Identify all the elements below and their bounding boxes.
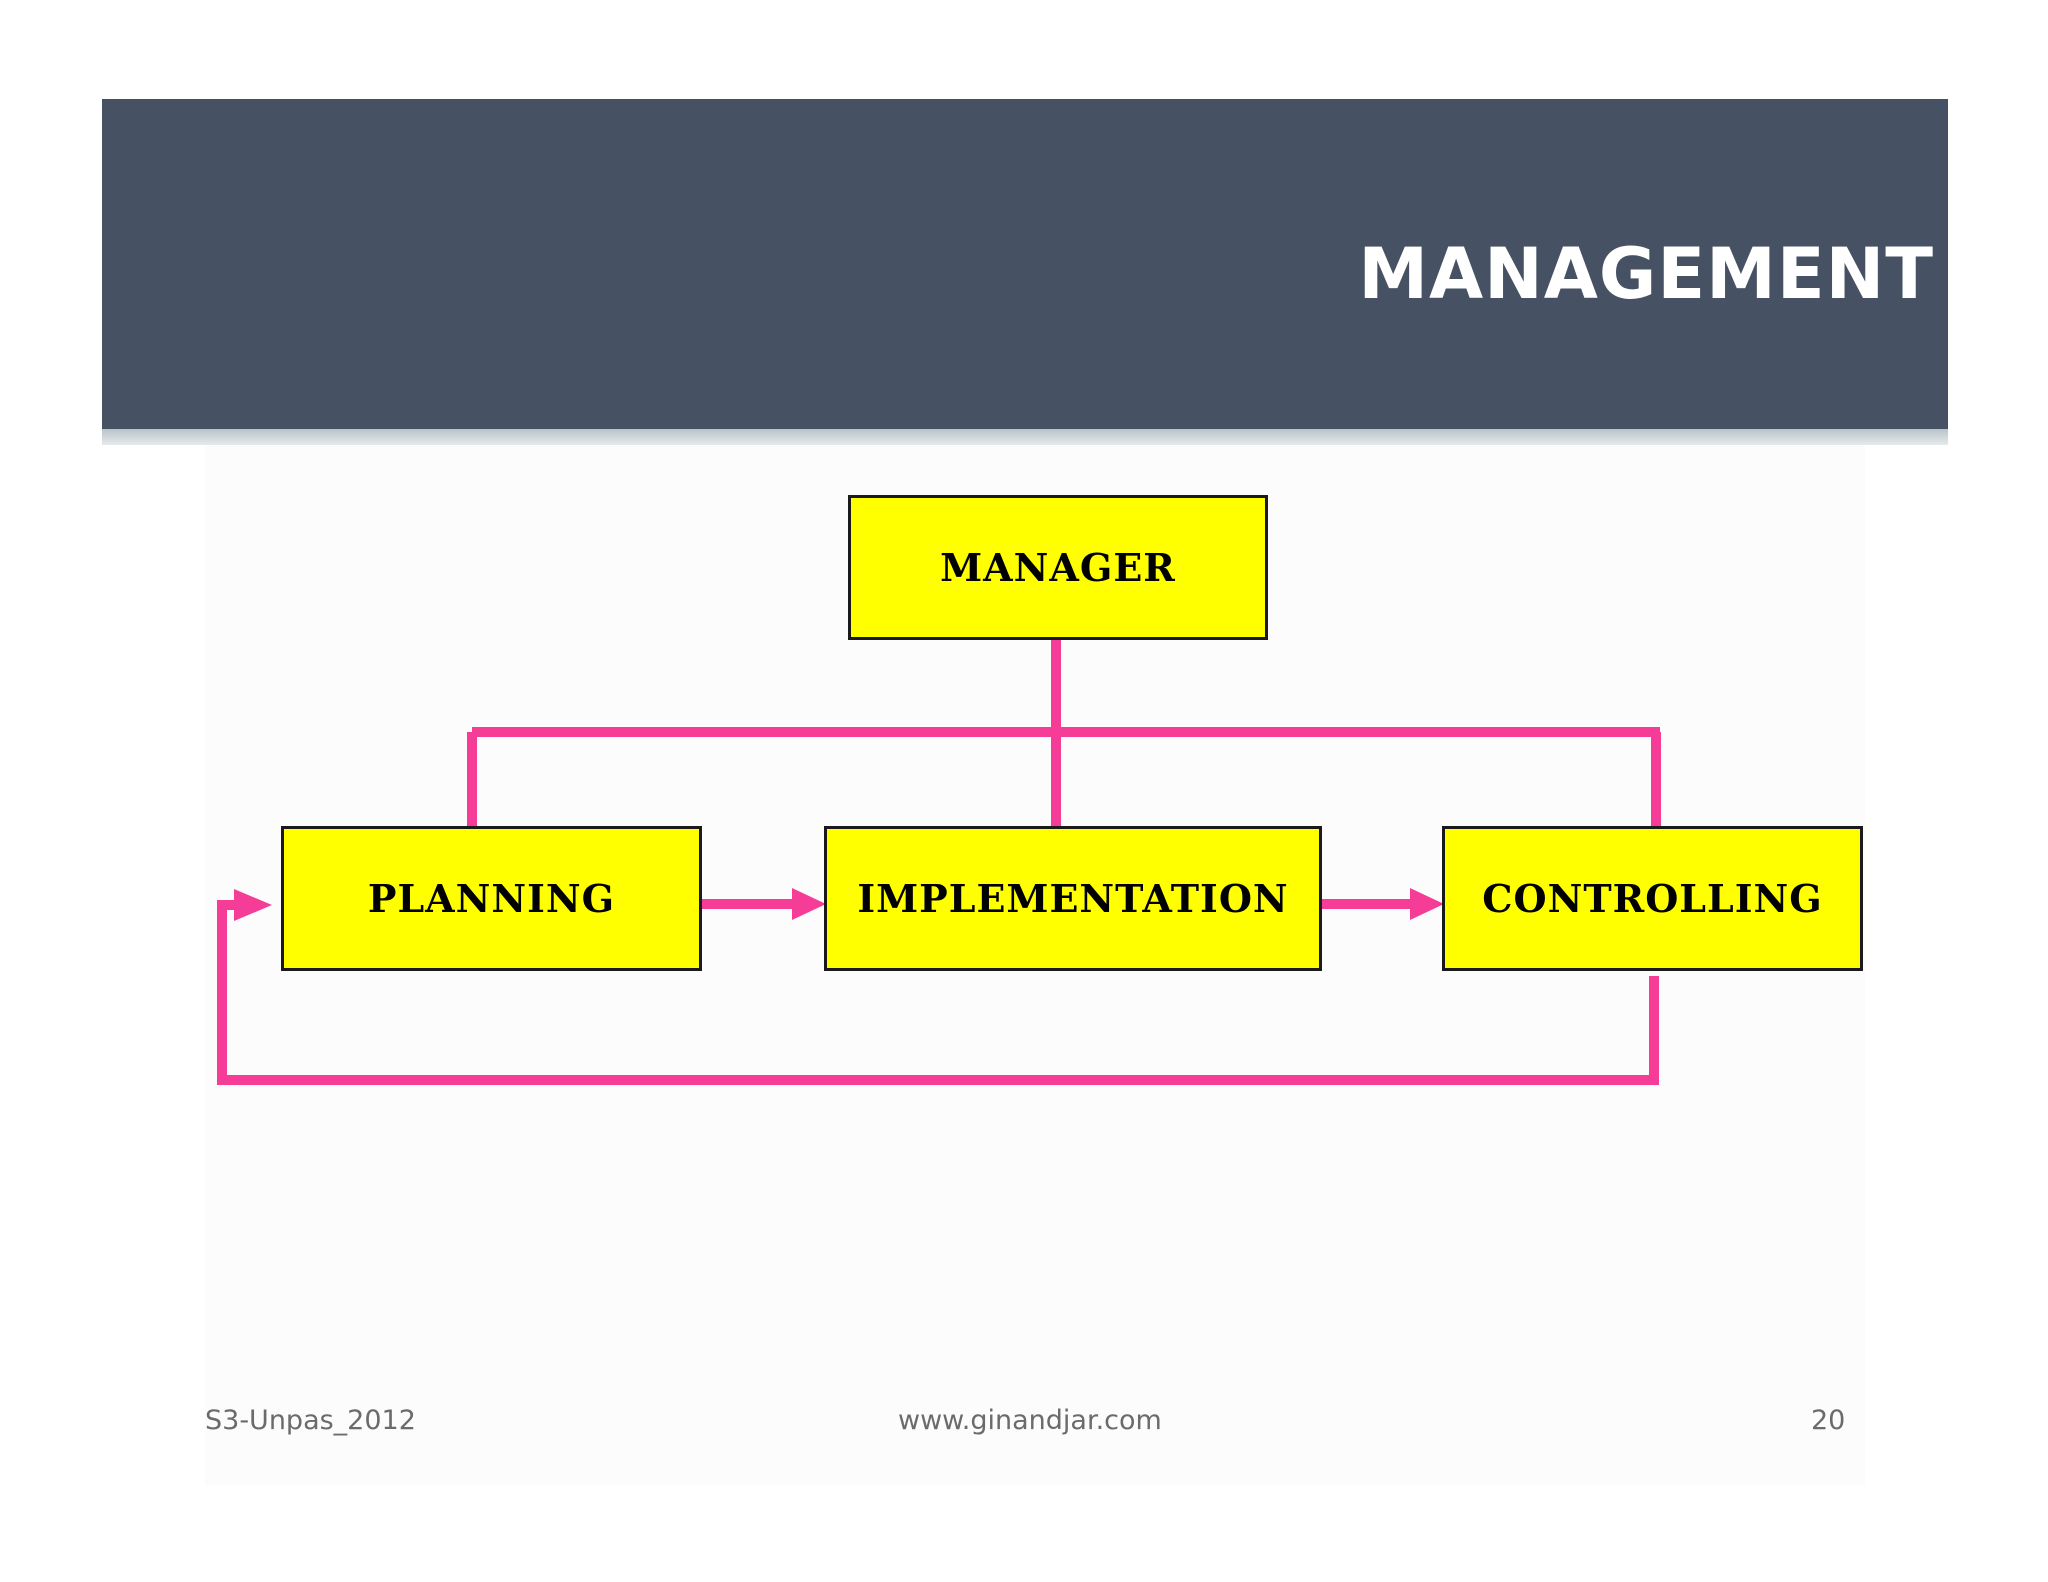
node-controlling-label: CONTROLLING	[1482, 876, 1823, 921]
footer-left-text: S3-Unpas_2012	[205, 1405, 416, 1436]
connector-feedback-loop	[217, 900, 1659, 1085]
node-planning-label: PLANNING	[367, 876, 616, 921]
node-manager: MANAGER	[848, 495, 1268, 640]
title-bar: MANAGEMENT	[102, 99, 1948, 429]
slide-title: MANAGEMENT	[1358, 233, 1934, 315]
arrowhead-planning	[234, 889, 272, 921]
node-planning: PLANNING	[281, 826, 702, 971]
node-implementation-label: IMPLEMENTATION	[857, 876, 1289, 921]
footer-website: www.ginandjar.com	[898, 1405, 1162, 1436]
node-controlling: CONTROLLING	[1442, 826, 1863, 971]
title-bar-shadow	[102, 429, 1948, 445]
arrowhead-controlling	[1410, 888, 1444, 920]
arrowhead-implementation	[792, 888, 826, 920]
page-number: 20	[1811, 1405, 1846, 1436]
node-manager-label: MANAGER	[940, 545, 1176, 590]
node-implementation: IMPLEMENTATION	[824, 826, 1322, 971]
